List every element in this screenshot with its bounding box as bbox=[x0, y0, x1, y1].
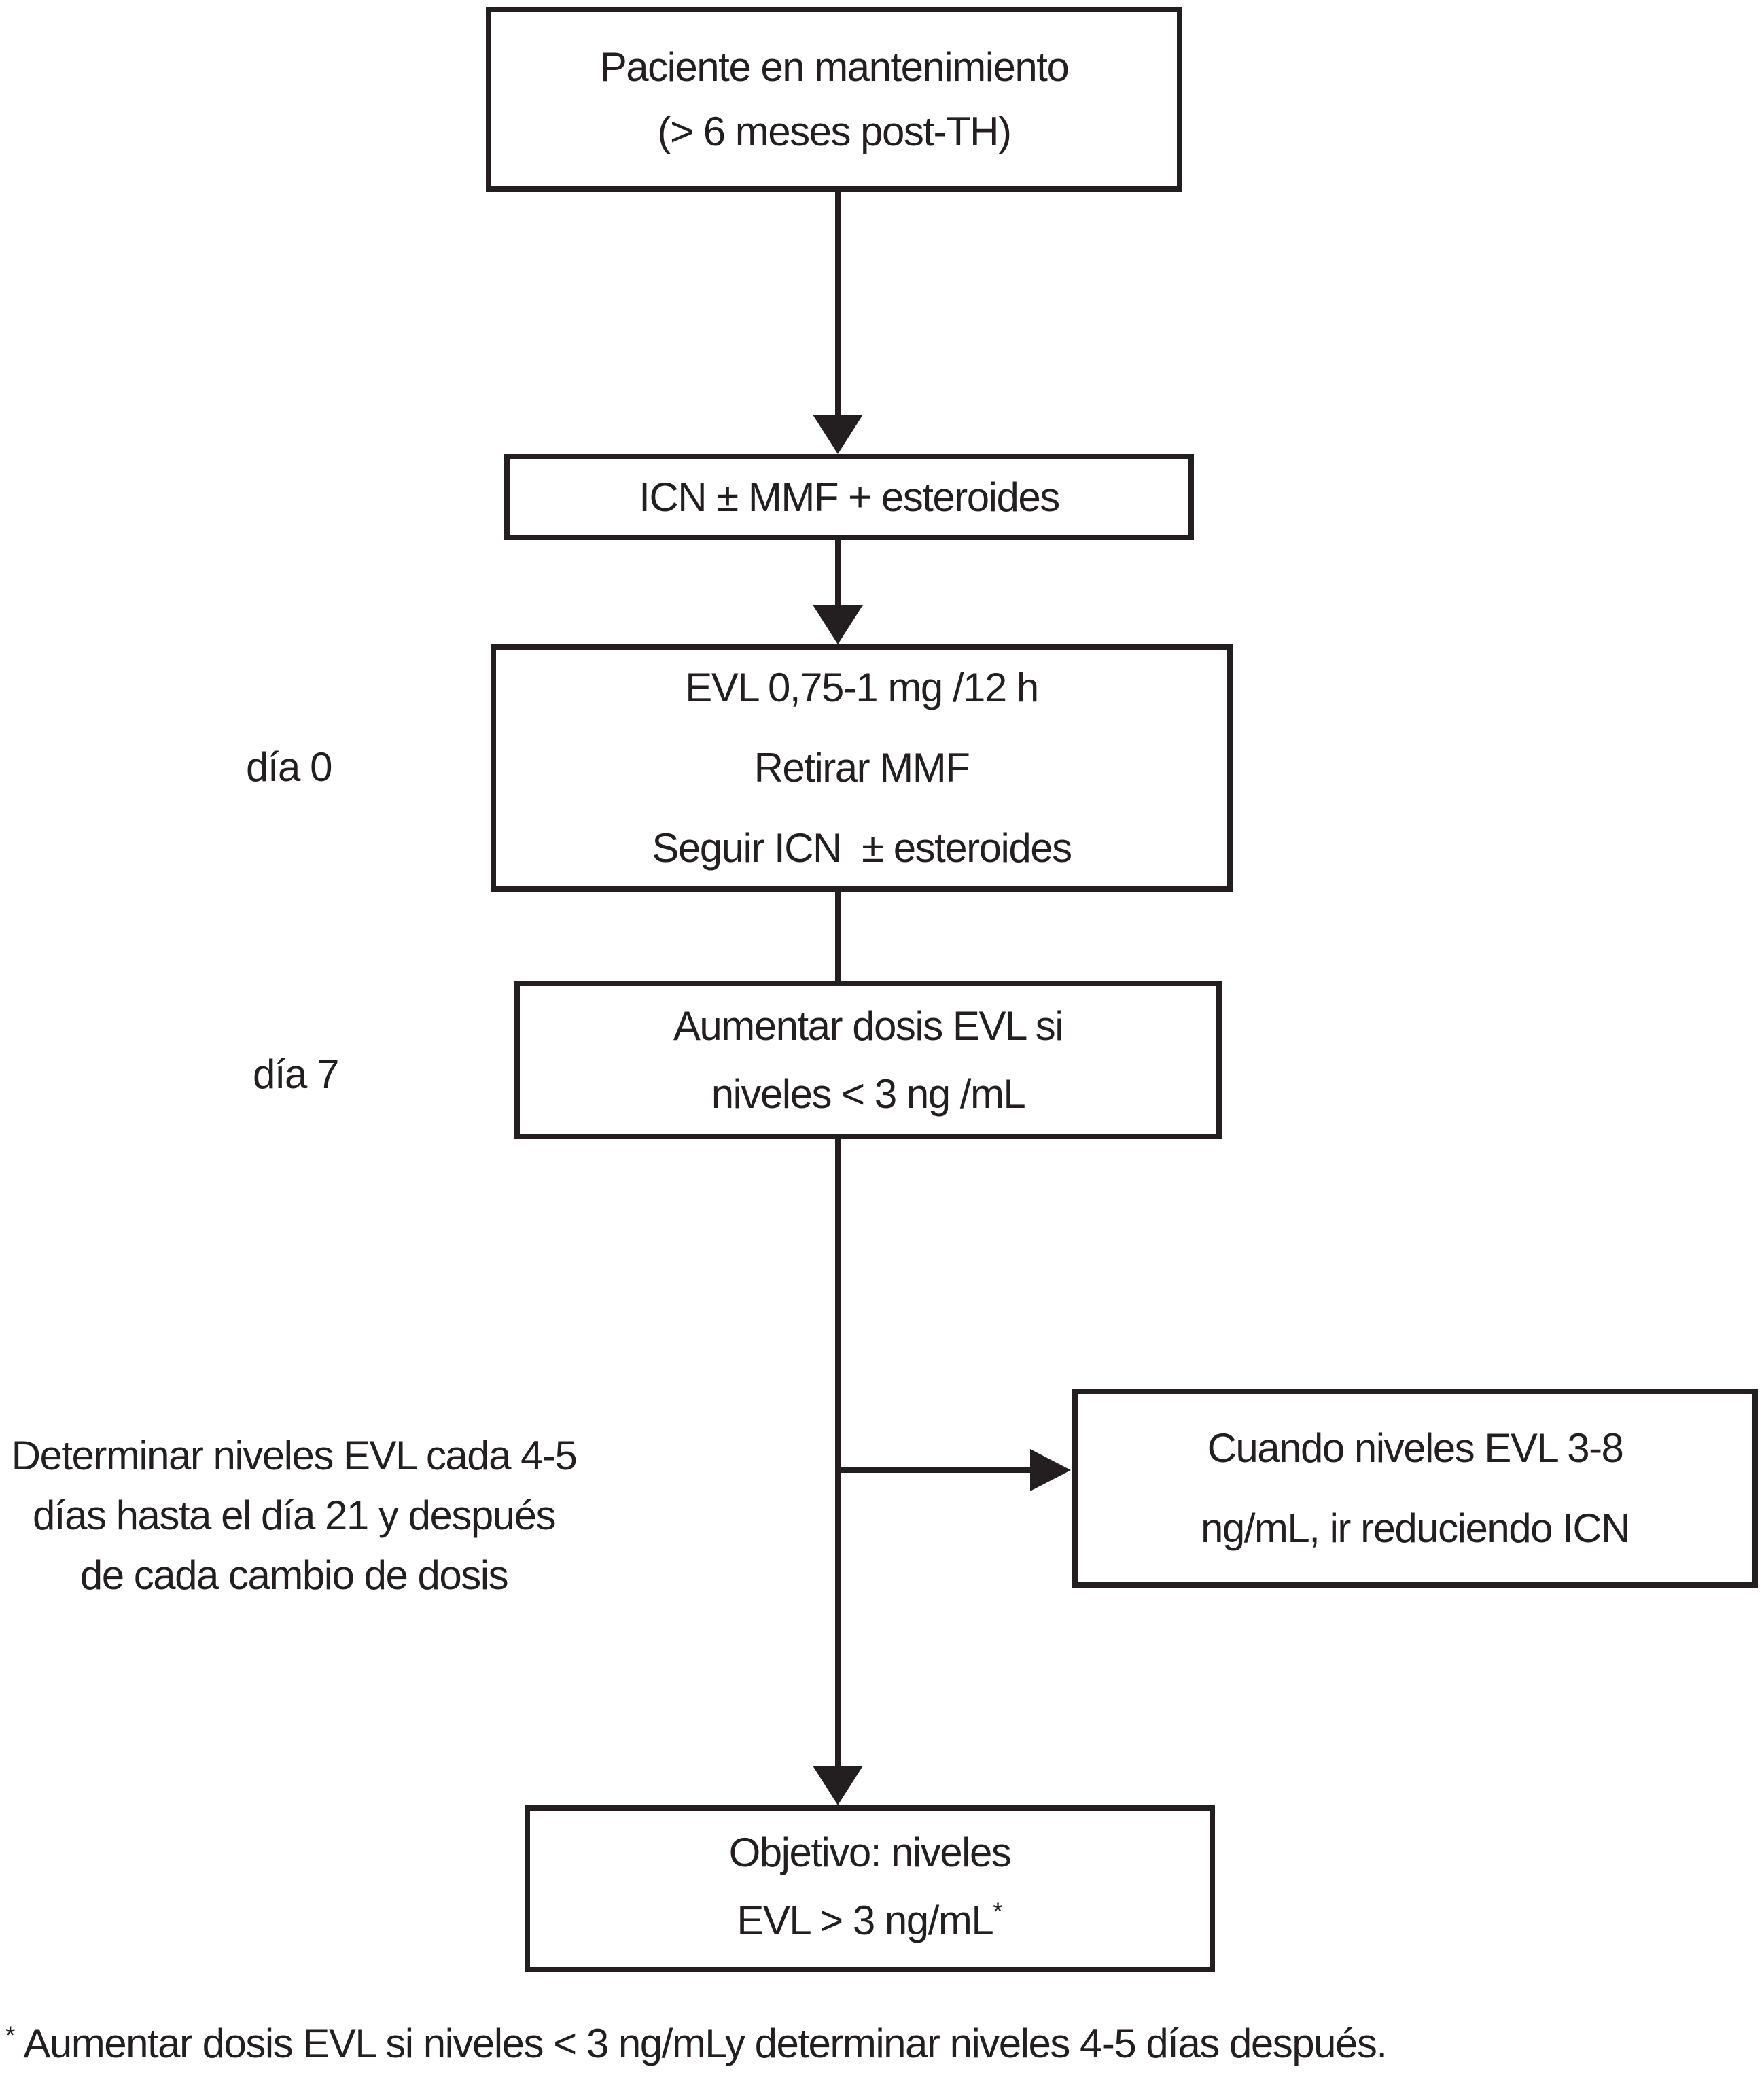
node-text-line: (> 6 meses post-TH) bbox=[657, 109, 1012, 154]
node-text-line: EVL > 3 ng/mL* bbox=[737, 1887, 1002, 1959]
node-text-line: Paciente en mantenimiento bbox=[599, 44, 1070, 90]
node-aumentar-dosis: Aumentar dosis EVL si niveles < 3 ng /mL bbox=[514, 981, 1222, 1139]
arrowhead-down-icon bbox=[813, 605, 863, 644]
node-text-line: ICN ± MMF + esteroides bbox=[639, 474, 1060, 520]
node-text-line: EVL 0,75-1 mg /12 h bbox=[685, 665, 1039, 710]
node-text-line: Seguir ICN ± esteroides bbox=[652, 825, 1072, 871]
node-text-line: Aumentar dosis EVL si bbox=[673, 1003, 1064, 1049]
node-text-line: niveles < 3 ng /mL bbox=[711, 1070, 1026, 1117]
node-reducir-icn: Cuando niveles EVL 3-8 ng/mL, ir reducie… bbox=[1072, 1389, 1758, 1588]
connector-branch-line bbox=[838, 1467, 1030, 1473]
node-text-segment: EVL > 3 ng/mL bbox=[737, 1897, 993, 1943]
arrowhead-down-icon bbox=[813, 415, 863, 454]
connector-line-2 bbox=[835, 539, 841, 606]
node-evl-inicio: EVL 0,75-1 mg /12 h Retirar MMF Seguir I… bbox=[491, 644, 1233, 892]
node-paciente-mantenimiento: Paciente en mantenimiento (> 6 meses pos… bbox=[486, 7, 1182, 192]
connector-line-4 bbox=[835, 1137, 841, 1767]
note-text-line: días hasta el día 21 y después bbox=[33, 1493, 556, 1538]
asterisk-marker: * bbox=[5, 2020, 16, 2049]
connector-line-1 bbox=[835, 189, 841, 417]
label-dia-0: día 0 bbox=[246, 744, 332, 790]
label-dia-7: día 7 bbox=[253, 1051, 339, 1097]
node-text-line: ng/mL, ir reduciendo ICN bbox=[1201, 1505, 1630, 1551]
node-text-line: Cuando niveles EVL 3-8 bbox=[1207, 1425, 1624, 1471]
note-text-line: de cada cambio de dosis bbox=[80, 1552, 509, 1598]
asterisk-marker: * bbox=[993, 1897, 1003, 1926]
note-determinar-niveles: Determinar niveles EVL cada 4-5 días has… bbox=[10, 1426, 578, 1605]
node-objetivo-niveles: Objetivo: niveles EVL > 3 ng/mL* bbox=[525, 1805, 1215, 1972]
arrowhead-right-icon bbox=[1030, 1449, 1071, 1491]
arrowhead-down-icon bbox=[813, 1766, 863, 1805]
footnote-text: Aumentar dosis EVL si niveles < 3 ng/mLy… bbox=[23, 2021, 1388, 2066]
footnote: * Aumentar dosis EVL si niveles < 3 ng/m… bbox=[5, 2020, 1388, 2067]
note-text-line: Determinar niveles EVL cada 4-5 bbox=[11, 1433, 578, 1478]
connector-line-3 bbox=[835, 890, 841, 986]
node-text-line: Objetivo: niveles bbox=[728, 1829, 1012, 1875]
node-text-line: Retirar MMF bbox=[754, 745, 970, 790]
node-icn-mmf-esteroides: ICN ± MMF + esteroides bbox=[504, 454, 1194, 540]
